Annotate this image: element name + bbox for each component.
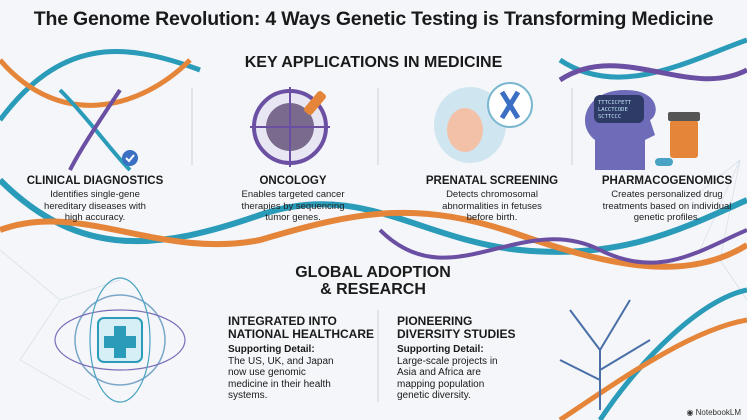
card-oncology: ONCOLOGY Enables targeted cancer therapi… bbox=[198, 175, 388, 224]
dna-helix-bottom bbox=[558, 287, 747, 420]
dna-helix-middle bbox=[0, 177, 747, 270]
card-prenatal-screening: PRENATAL SCREENING Detects chromosomal a… bbox=[397, 175, 587, 224]
card-description: Creates personalized drug treatments bas… bbox=[602, 189, 732, 223]
credit-text: NotebookLM bbox=[695, 408, 741, 417]
supporting-detail-text: Large-scale projects in Asia and Africa … bbox=[397, 355, 498, 402]
card-description: Identifies single-gene hereditary diseas… bbox=[44, 189, 146, 223]
head-sequence-line: SCTTCCC bbox=[598, 114, 621, 120]
supporting-detail-label: Supporting Detail: bbox=[228, 344, 315, 355]
medical-network-icon bbox=[54, 277, 186, 403]
card-description: Enables targeted cancer therapies by seq… bbox=[241, 189, 345, 223]
supporting-detail-text: The US, UK, and Japan now use genomic me… bbox=[228, 355, 334, 402]
tumor-target-icon bbox=[250, 87, 330, 167]
card-title: CLINICAL DIAGNOSTICS bbox=[26, 175, 164, 187]
dna-magnifier-icon bbox=[58, 88, 138, 172]
card-title: ONCOLOGY bbox=[259, 175, 327, 187]
page-title: The Genome Revolution: 4 Ways Genetic Te… bbox=[33, 8, 714, 30]
card-pharmacogenomics: PHARMACOGENOMICS Creates personalized dr… bbox=[572, 175, 747, 224]
card-clinical-diagnostics: CLINICAL DIAGNOSTICS Identifies single-g… bbox=[0, 175, 190, 224]
head-pill-icon: TTTCICFETT LACCTCODE SCTTCCC bbox=[585, 90, 700, 170]
card-title: PRENATAL SCREENING bbox=[425, 175, 559, 187]
card-title: PHARMACOGENOMICS bbox=[601, 175, 733, 187]
card-description: Detects chromosomal abnormalities in fet… bbox=[442, 189, 542, 223]
head-sequence-line: LACCTCODE bbox=[598, 107, 628, 113]
heading-line: GLOBAL ADOPTION bbox=[295, 264, 451, 281]
dna-helix-top-left bbox=[0, 37, 747, 122]
supporting-detail-label: Supporting Detail: bbox=[397, 344, 484, 355]
head-sequence-line: TTTCICFETT bbox=[598, 100, 632, 106]
heading-line: & RESEARCH bbox=[320, 281, 426, 298]
population-tree-icon bbox=[559, 299, 651, 410]
key-applications-heading: KEY APPLICATIONS IN MEDICINE bbox=[244, 54, 503, 71]
notebooklm-credit: ◉ NotebookLM bbox=[686, 408, 741, 417]
fetus-chromosome-icon bbox=[434, 82, 533, 163]
global-adoption-heading: GLOBAL ADOPTION & RESEARCH bbox=[273, 264, 473, 298]
